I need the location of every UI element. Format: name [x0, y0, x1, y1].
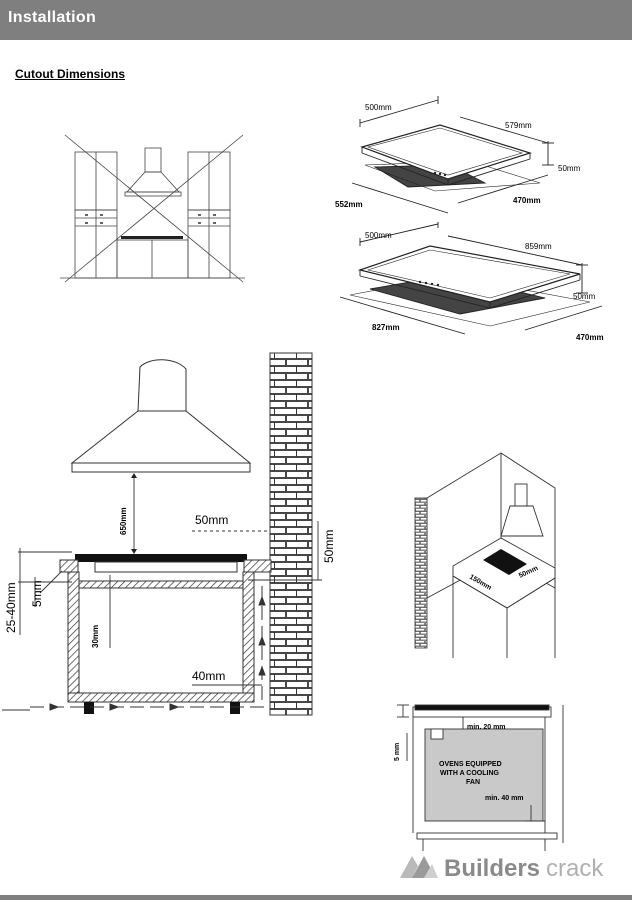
hob90-cut-width-label: 827mm [372, 323, 400, 332]
hood-gap-label: 650mm [119, 507, 128, 535]
hob60-depth-label: 500mm [365, 103, 392, 112]
hob90-cut-depth-label: 470mm [576, 333, 604, 342]
oven-lip-label: 5 mm [394, 743, 401, 761]
oven-note-line2: WITH A COOLING [440, 770, 500, 777]
hob-90-diagram: 500mm 859mm 50mm 827mm 470mm [339, 222, 604, 342]
hob90-height-label: 50mm [573, 292, 596, 301]
hob60-width-label: 579mm [505, 121, 532, 130]
section-view-diagram: 650mm 50mm 50mm 25-40mm 5mm 30mm 40mm [2, 352, 336, 716]
under-gap-label: 30mm [91, 625, 100, 648]
hob-60-diagram: 500mm 579mm 50mm 552mm 470mm [335, 96, 581, 214]
hob60-cut-width-label: 552mm [335, 200, 363, 209]
min-side-gap-label: min. 40 mm [485, 795, 524, 802]
hob60-cut-depth-label: 470mm [513, 196, 541, 205]
oven-view-diagram: min. 20 mm 5 mm OVENS EQUIPPED WITH A CO… [394, 704, 564, 851]
hob90-width-label: 859mm [525, 242, 552, 251]
corner-view-diagram: 150mm 50mm [414, 452, 556, 658]
oven-note-line1: OVENS EQUIPPED [439, 761, 502, 768]
section-title: Cutout Dimensions [15, 67, 125, 81]
side-gap-label: 50mm [195, 513, 228, 527]
lip-label: 5mm [30, 580, 44, 607]
builderscrack-logo: Builders crack [398, 850, 618, 884]
oven-note-line3: FAN [466, 779, 480, 786]
footer-bar [0, 895, 632, 900]
logo-text-bold: Builders [444, 855, 540, 882]
logo-text-light: crack [546, 855, 604, 882]
hob90-depth-label: 500mm [365, 231, 392, 240]
page-title: Installation [8, 9, 97, 26]
hob60-height-label: 50mm [558, 164, 581, 173]
incorrect-layout-diagram [60, 134, 245, 283]
min-top-gap-label: min. 20 mm [467, 724, 506, 731]
bottom-gap-label: 40mm [192, 669, 225, 683]
worktop-thickness-label: 25-40mm [4, 582, 18, 633]
header-bar: Installation [0, 0, 632, 40]
wall-gap-label: 50mm [322, 530, 336, 563]
